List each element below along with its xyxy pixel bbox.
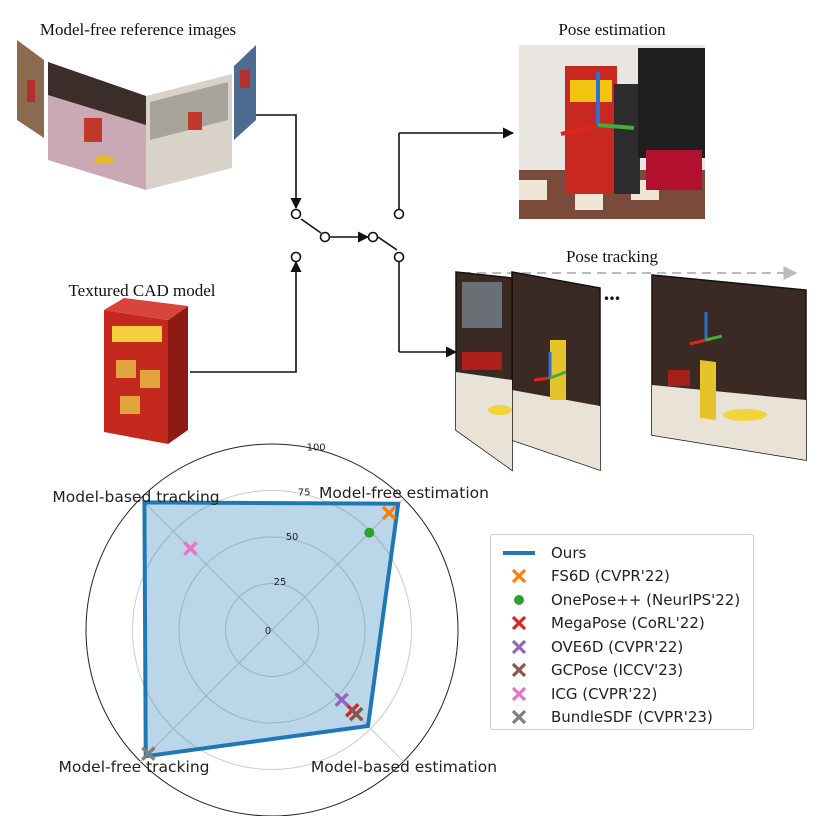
radial-tick-100: 100 [307,442,326,453]
bundlesdf-marker [141,746,156,761]
tracking-frame-3 [651,274,807,461]
pose-estimation-image [519,45,705,219]
legend-item: OVE6D (CVPR'22) [501,635,753,659]
legend-item: Ours [501,541,753,565]
grid-ring-2 [178,536,366,724]
radial-tick-50: 50 [286,532,299,543]
ours-area-fill [144,502,399,757]
reference-images-label: Model-free reference images [40,20,236,39]
radar-spoke-2 [140,498,273,631]
radar-axis-labels: Model-free estimation Model-based trackin… [52,484,497,776]
legend-item: BundleSDF (CVPR'23) [501,706,753,730]
switch-diagram [190,114,515,373]
legend-label: MegaPose (CoRL'22) [551,614,705,633]
axis-label-model-free-tracking: Model-free tracking [58,758,209,776]
legend-marker [501,550,537,555]
grid-ring-1 [225,583,319,677]
radial-tick-0: 0 [265,626,271,637]
tracking-ellipsis: ... [604,280,621,305]
grid-ring-3 [132,490,412,770]
axis-label-model-free-estimation: Model-free estimation [319,484,489,502]
tracking-frame-2 [511,271,601,472]
legend-marker [501,710,537,725]
legend-label: ICG (CVPR'22) [551,684,658,703]
legend-item: FS6D (CVPR'22) [501,565,753,589]
legend-marker [501,616,537,631]
radar-outer-ring [85,443,459,816]
pose-estimation-label: Pose estimation [558,20,666,39]
legend-marker [501,569,537,584]
axis-label-model-based-tracking: Model-based tracking [52,488,219,506]
legend-label: OnePose++ (NeurIPS'22) [551,590,741,609]
legend-label: FS6D (CVPR'22) [551,567,670,586]
icg-marker [183,541,198,556]
gcpose-marker [348,706,364,722]
radar-markers [141,505,397,761]
legend-item: ICG (CVPR'22) [501,682,753,706]
legend-label: Ours [551,543,587,562]
ove6d-marker [334,692,349,707]
legend-marker [501,639,537,654]
fs6d-marker [381,505,397,521]
radial-tick-75: 75 [298,487,311,498]
legend-marker [501,594,537,605]
legend-label: OVE6D (CVPR'22) [551,637,684,656]
reference-images [17,40,256,190]
legend-item: GCPose (ICCV'23) [501,659,753,683]
legend-label: GCPose (ICCV'23) [551,661,684,680]
legend-item: MegaPose (CoRL'22) [501,612,753,636]
legend-marker [501,663,537,678]
cad-model-label: Textured CAD model [68,281,215,300]
legend-marker [501,686,537,701]
onepose-marker [364,527,375,538]
legend-item: OnePose++ (NeurIPS'22) [501,588,753,612]
radial-tick-25: 25 [274,577,287,588]
axis-label-model-based-estimation: Model-based estimation [311,758,497,776]
cad-model-image [104,298,188,444]
pose-tracking-label: Pose tracking [566,247,659,266]
radar-tick-labels: 0 25 50 75 100 [265,442,326,637]
radar-spoke-3 [140,629,273,762]
legend-label: BundleSDF (CVPR'23) [551,708,713,727]
tracking-frame-1 [455,271,513,472]
pose-tracking-frames [455,271,807,472]
radar-spoke-1 [271,498,404,631]
tracking-axes [533,312,723,382]
